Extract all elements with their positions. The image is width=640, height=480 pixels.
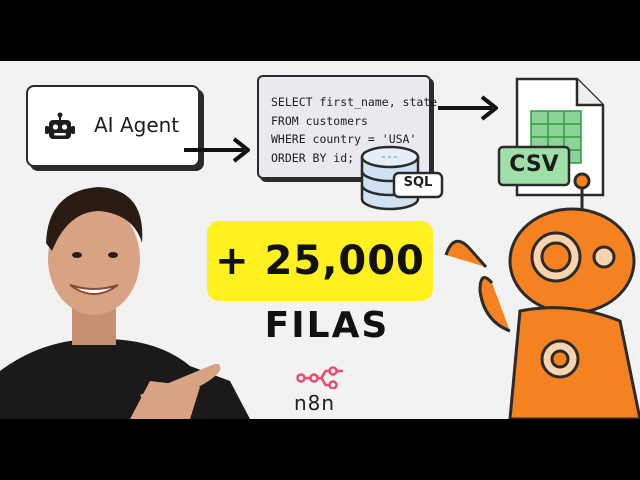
sql-line: FROM customers xyxy=(271,113,368,128)
database-icon xyxy=(360,145,444,211)
rows-label: FILAS xyxy=(264,305,390,346)
arrow-right-icon xyxy=(438,95,498,121)
spreadsheet-file-icon xyxy=(497,77,605,197)
csv-badge-label: CSV xyxy=(509,152,559,177)
number-highlight xyxy=(207,221,433,301)
n8n-wordmark: n8n xyxy=(294,391,336,415)
thumbnail-canvas: AI Agent SELECT first_name, state FROM c… xyxy=(0,61,640,419)
robot-head-icon xyxy=(45,112,75,139)
sql-query: SELECT first_name, state FROM customers … xyxy=(271,93,437,167)
robot-mascot xyxy=(444,172,640,419)
sql-line: WHERE country = 'USA' xyxy=(271,132,417,146)
sql-badge-label: SQL xyxy=(403,175,433,190)
ai-agent-card: AI Agent xyxy=(26,85,200,167)
sql-line: SELECT first_name, state xyxy=(271,95,438,109)
sql-line: ORDER BY id; xyxy=(271,150,355,165)
presenter-photo xyxy=(0,187,250,419)
n8n-logo-icon xyxy=(296,366,343,389)
ai-agent-label: AI Agent xyxy=(94,113,180,137)
arrow-right-icon xyxy=(184,137,250,163)
row-count: + 25,000 xyxy=(215,238,425,284)
